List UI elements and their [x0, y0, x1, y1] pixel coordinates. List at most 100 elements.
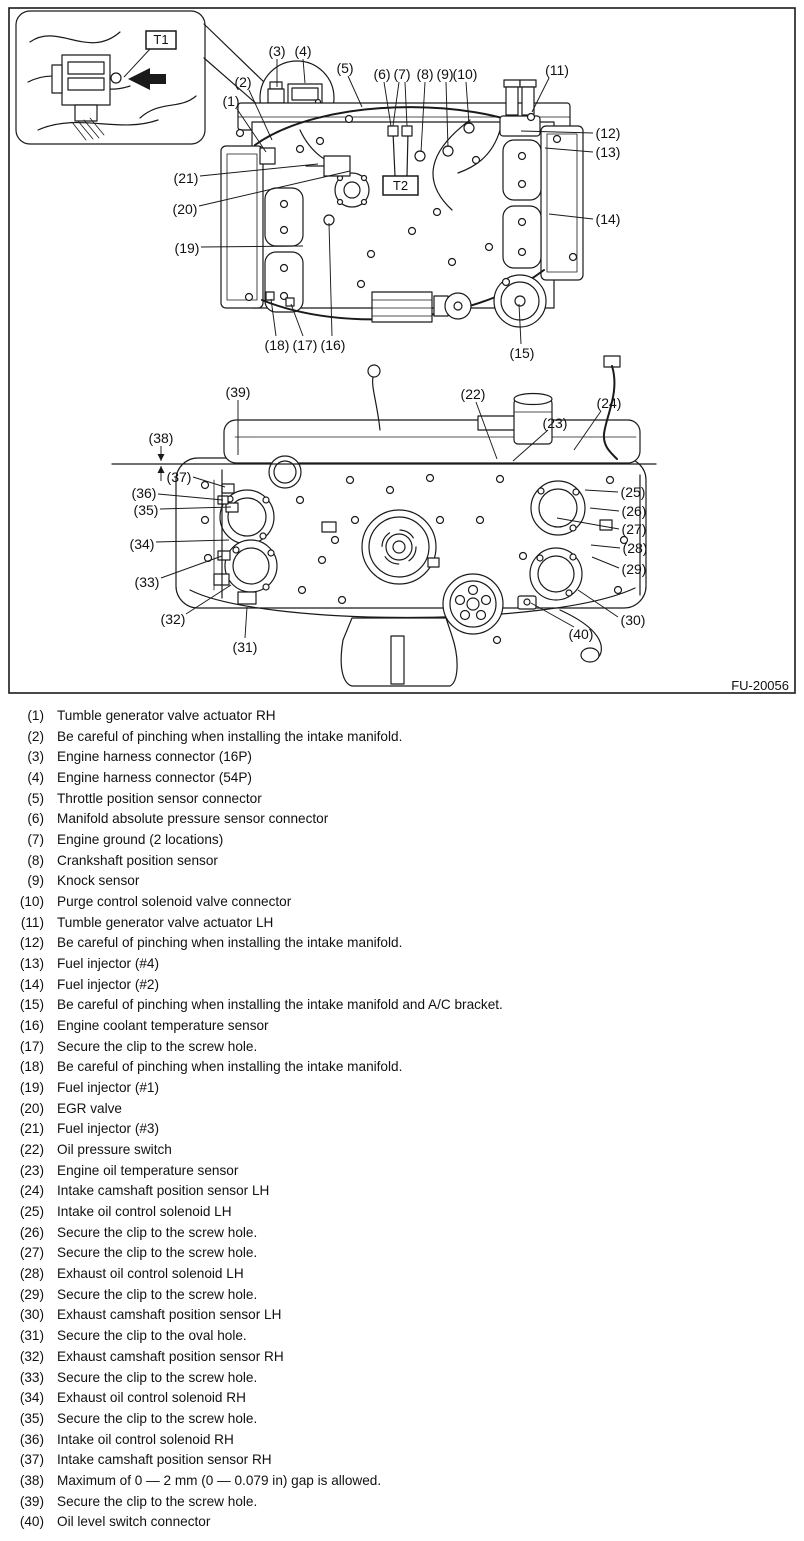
callout-leader: [159, 506, 232, 510]
callout-label-35: (35): [134, 502, 159, 518]
legend-item-text: Knock sensor: [57, 873, 140, 889]
legend-item-text: Engine ground (2 locations): [57, 832, 224, 848]
legend-item-number: (32): [19, 1348, 44, 1364]
legend-item-number: (3): [27, 749, 44, 765]
callout-label-7: (7): [393, 66, 410, 82]
callout-leader: [518, 303, 522, 345]
callout-label-27: (27): [622, 521, 647, 537]
legend-item: (26) Secure the clip to the screw hole.: [0, 1223, 804, 1244]
engine-diagram: T1: [8, 7, 796, 694]
legend-item: (29) Secure the clip to the screw hole.: [0, 1285, 804, 1306]
legend-item-text: Engine oil temperature sensor: [57, 1162, 239, 1178]
callout-leader: [160, 555, 223, 579]
legend-item-text: Engine coolant temperature sensor: [57, 1018, 269, 1034]
callout-leader: [465, 81, 470, 125]
legend-item-number: (11): [20, 914, 44, 930]
legend-item: (20)EGR valve: [0, 1099, 804, 1120]
legend-item-number: (29): [19, 1286, 44, 1302]
legend-item-text: Intake camshaft position sensor LH: [57, 1183, 270, 1199]
legend-item-text: Secure the clip to the screw hole.: [57, 1038, 258, 1054]
legend-item-number: (23): [19, 1162, 44, 1178]
legend-item: (9)Knock sensor: [0, 871, 804, 892]
legend-item-number: (5): [27, 790, 44, 806]
figure-code: FU-20056: [731, 678, 789, 693]
legend-item-number: (21): [19, 1121, 44, 1137]
legend-item-number: (13): [19, 956, 44, 972]
legend-item: (3)Engine harness connector (16P): [0, 747, 804, 768]
legend-item-text: Intake camshaft position sensor RH: [57, 1452, 272, 1468]
callout-label-11: (11): [545, 62, 569, 78]
callout-leader: [591, 556, 620, 569]
legend-item: (6)Manifold absolute pressure sensor con…: [0, 809, 804, 830]
legend-item-number: (38): [19, 1472, 44, 1488]
figure-border: [8, 7, 796, 694]
legend-item-number: (30): [19, 1307, 44, 1323]
callout-label-2: (2): [234, 74, 251, 90]
callout-label-4: (4): [294, 43, 311, 59]
legend-item-text: Secure the clip to the screw hole.: [57, 1286, 258, 1302]
callout-label-15: (15): [510, 345, 535, 361]
legend-item-text: Oil pressure switch: [57, 1142, 172, 1158]
legend-item-text: Secure the clip to the screw hole.: [57, 1493, 258, 1509]
t2-label: T2: [393, 178, 408, 193]
callout-leader: [198, 170, 351, 207]
legend-item-text: Exhaust oil control solenoid LH: [57, 1266, 244, 1282]
legend-item-text: Fuel injector (#2): [57, 976, 159, 992]
legend-item: (4)Engine harness connector (54P): [0, 768, 804, 789]
callout-label-29: (29): [622, 561, 647, 577]
callout-leader: [531, 77, 550, 113]
callout-label-17: (17): [293, 337, 318, 353]
legend-item-text: Purge control solenoid valve connector: [57, 894, 292, 910]
callout-leader: [404, 81, 408, 127]
legend-item-text: Intake oil control solenoid RH: [57, 1431, 234, 1447]
legend-item: (31)Secure the clip to the oval hole.: [0, 1326, 804, 1347]
callout-leader: [420, 81, 426, 153]
callout-leader: [520, 130, 594, 134]
callout-leader: [573, 410, 602, 451]
legend-item-text: Be careful of pinching when installing t…: [57, 728, 403, 744]
legend-item-number: (24): [19, 1183, 44, 1199]
water-pump-pulley: [442, 573, 504, 635]
legend-item-number: (15): [19, 997, 44, 1013]
legend-item: (11) Tumble generator valve actuator LH: [0, 913, 804, 934]
legend-item-text: Be careful of pinching when installing t…: [57, 935, 403, 951]
legend-item-number: (7): [27, 832, 44, 848]
legend-item: (18)Be careful of pinching when installi…: [0, 1057, 804, 1078]
callout-label-30: (30): [621, 612, 646, 628]
legend-item: (25)Intake oil control solenoid LH: [0, 1202, 804, 1223]
legend-item: (2) Be careful of pinching when installin…: [0, 727, 804, 748]
legend-item-text: Fuel injector (#4): [57, 956, 159, 972]
legend-item-number: (25): [19, 1204, 44, 1220]
legend-item-text: Tumble generator valve actuator LH: [57, 914, 274, 930]
callout-label-5: (5): [336, 60, 353, 76]
legend-item-text: Secure the clip to the screw hole.: [57, 1224, 258, 1240]
callout-label-8: (8): [416, 66, 433, 82]
legend-item: (24) Intake camshaft position sensor LH: [0, 1181, 804, 1202]
legend-item: (28)Exhaust oil control solenoid LH: [0, 1264, 804, 1285]
legend-item-text: Secure the clip to the screw hole.: [57, 1410, 258, 1426]
callout-leader: [290, 303, 304, 337]
engine-front-view: [111, 355, 657, 687]
callout-label-34: (34): [130, 536, 155, 552]
callout-leader: [589, 507, 620, 512]
legend-item-number: (39): [19, 1493, 44, 1509]
callout-label-18: (18): [265, 337, 290, 353]
callout-leader: [392, 81, 400, 127]
legend-item-text: Oil level switch connector: [57, 1514, 211, 1530]
legend-item-text: Fuel injector (#3): [57, 1121, 159, 1137]
legend-item-text: Secure the clip to the oval hole.: [57, 1328, 247, 1344]
legend-item: (12)Be careful of pinching when installi…: [0, 933, 804, 954]
legend-item-number: (1): [27, 708, 44, 723]
callout-leader: [244, 606, 248, 639]
legend-item-text: Exhaust oil control solenoid RH: [57, 1390, 246, 1406]
legend-item-number: (2): [27, 728, 44, 744]
legend-item-number: (26): [19, 1224, 44, 1240]
callout-layer: (1)(2)(3)(4)(5)(6)(7)(8)(9)(10)(11)(12)(…: [130, 43, 648, 655]
callout-leader: [302, 58, 306, 84]
legend-item-number: (37): [19, 1452, 44, 1468]
legend-list: (1)Tumble generator valve actuator RH(2)…: [0, 706, 804, 1533]
callout-label-33: (33): [135, 574, 160, 590]
legend-item: (10)Purge control solenoid valve connect…: [0, 892, 804, 913]
legend-item: (21) Fuel injector (#3): [0, 1119, 804, 1140]
